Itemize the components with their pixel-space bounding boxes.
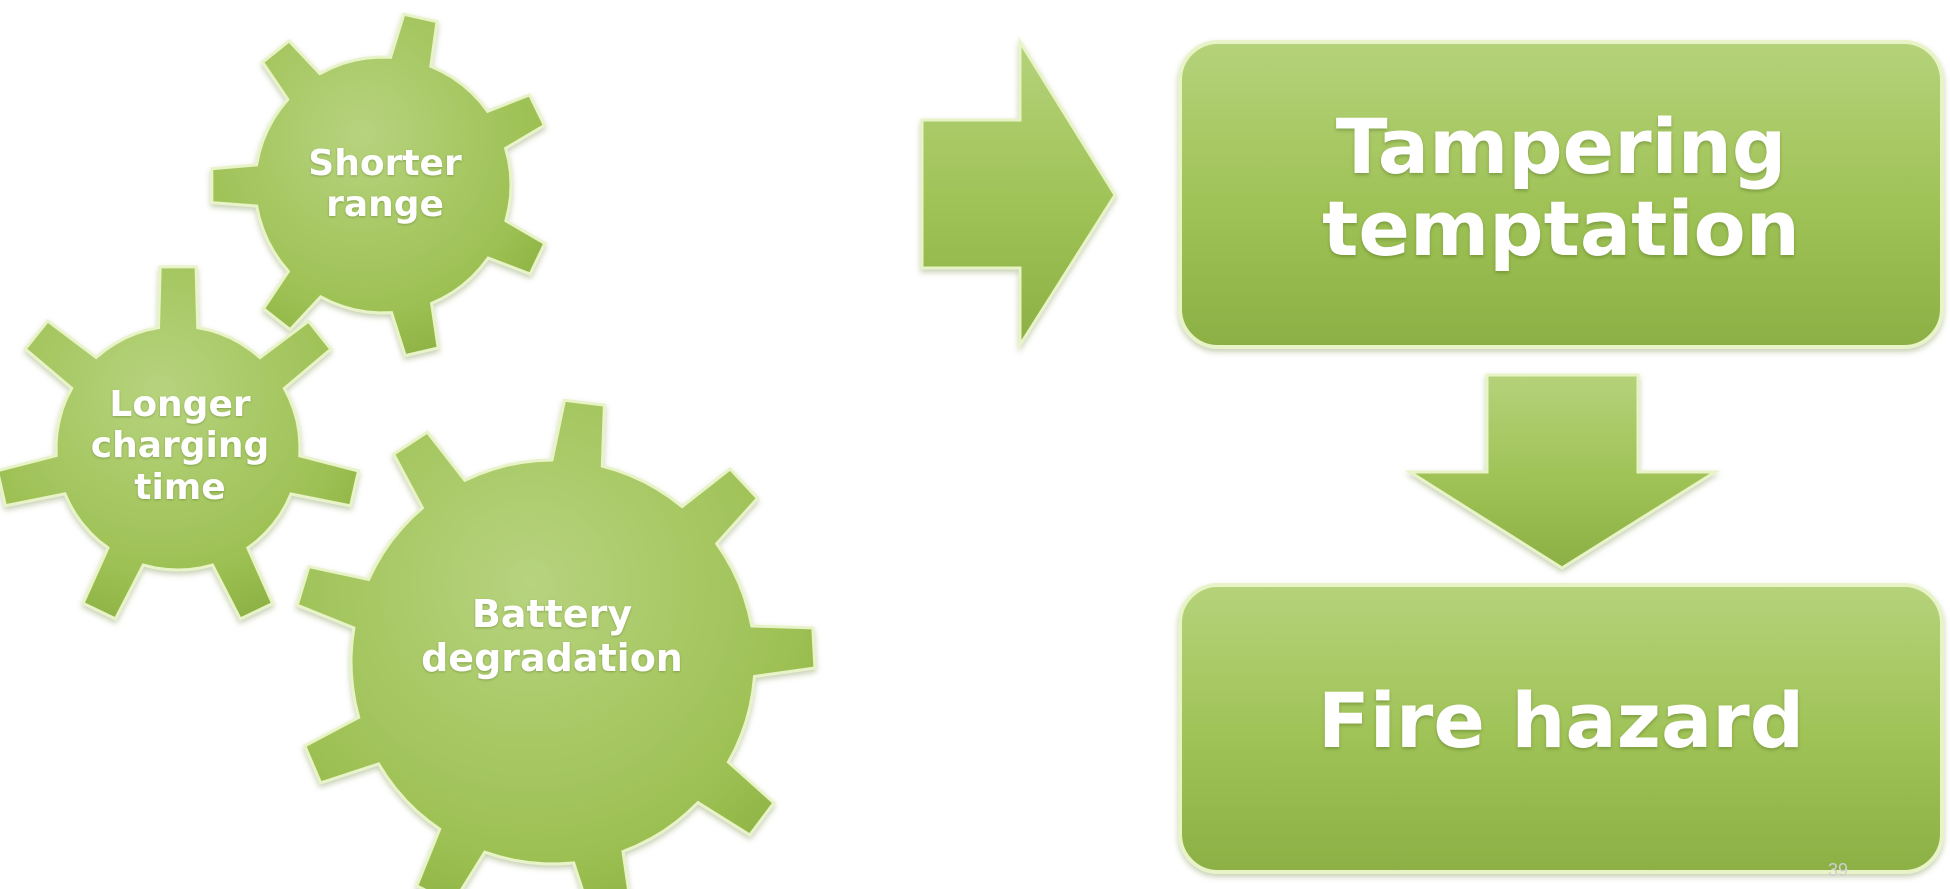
down-arrow-icon bbox=[1404, 373, 1721, 570]
gear-label-battery-degradation: Battery degradation bbox=[421, 592, 683, 680]
right-arrow-icon bbox=[920, 36, 1117, 351]
box-fire-hazard bbox=[1178, 583, 1944, 874]
gear-battery-degradation bbox=[295, 398, 817, 889]
box-tampering-temptation bbox=[1178, 40, 1944, 349]
box-label-fire-hazard: Fire hazard bbox=[1317, 676, 1805, 765]
gear-longer-charging-time bbox=[0, 265, 361, 621]
page-number: 39 bbox=[1828, 860, 1849, 880]
gear-label-shorter-range: Shorter range bbox=[308, 143, 462, 226]
box-label-tampering-temptation: Tampering temptation bbox=[1322, 102, 1800, 274]
gear-label-longer-charging-time: Longer charging time bbox=[90, 384, 270, 508]
gear-shorter-range bbox=[210, 12, 547, 358]
